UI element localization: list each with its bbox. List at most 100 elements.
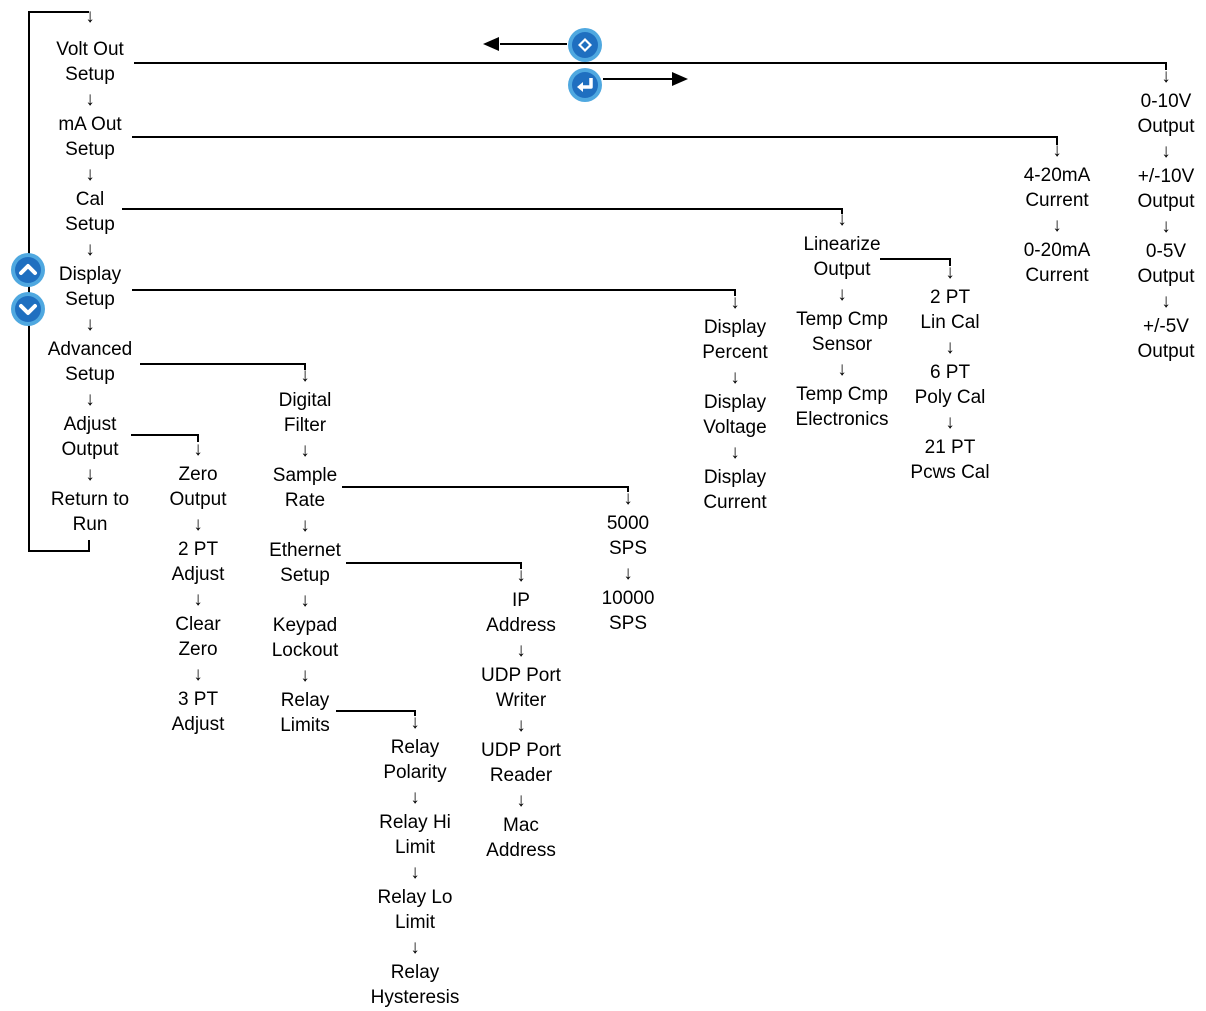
down-arrow-icon: ↓ <box>1161 291 1171 312</box>
down-arrow-icon: ↓ <box>85 314 95 335</box>
down-arrow-button-icon[interactable] <box>10 291 46 327</box>
down-arrow-icon: ↓ <box>516 640 526 661</box>
down-arrow-icon: ↓ <box>85 239 95 260</box>
down-arrow-icon: ↓ <box>730 367 740 388</box>
down-arrow-icon: ↓ <box>837 209 847 230</box>
display-branch-line <box>132 289 736 296</box>
loop-back-line <box>28 11 90 552</box>
down-arrow-icon: ↓ <box>516 715 526 736</box>
down-arrow-icon: ↓ <box>1161 66 1171 87</box>
down-arrow-icon: ↓ <box>837 359 847 380</box>
down-arrow-icon: ↓ <box>300 515 310 536</box>
down-arrow-icon: ↓ <box>85 389 95 410</box>
advanced-branch-line <box>140 363 306 370</box>
up-arrow-button-icon[interactable] <box>10 252 46 288</box>
sample-rate-branch-line <box>342 486 629 492</box>
relay-branch-line <box>336 710 416 716</box>
ethernet-branch-line <box>346 562 522 569</box>
ma-out-branch-line <box>132 136 1058 145</box>
down-arrow-icon: ↓ <box>193 589 203 610</box>
back-nav-arrow-icon <box>483 37 499 51</box>
adjust-branch-line <box>131 434 199 442</box>
down-arrow-icon: ↓ <box>193 439 203 460</box>
volt-out-branch-line <box>134 62 1167 70</box>
down-arrow-icon: ↓ <box>300 665 310 686</box>
down-arrow-icon: ↓ <box>1161 141 1171 162</box>
down-arrow-icon: ↓ <box>410 862 420 883</box>
down-arrow-icon: ↓ <box>300 440 310 461</box>
cal-branch-line <box>122 208 843 214</box>
down-arrow-icon: ↓ <box>730 442 740 463</box>
down-arrow-icon: ↓ <box>623 563 633 584</box>
down-arrow-icon: ↓ <box>300 365 310 386</box>
menu-button-icon[interactable] <box>567 27 603 63</box>
down-arrow-icon: ↓ <box>945 262 955 283</box>
down-arrow-icon: ↓ <box>516 565 526 586</box>
down-arrow-icon: ↓ <box>410 787 420 808</box>
down-arrow-icon: ↓ <box>410 712 420 733</box>
down-arrow-icon: ↓ <box>193 514 203 535</box>
down-arrow-icon: ↓ <box>300 590 310 611</box>
down-arrow-icon: ↓ <box>837 284 847 305</box>
down-arrow-icon: ↓ <box>1052 215 1062 236</box>
down-arrow-icon: ↓ <box>730 292 740 313</box>
down-arrow-icon: ↓ <box>1161 216 1171 237</box>
linearize-branch-line <box>880 258 951 266</box>
forward-nav-arrow-icon <box>672 72 688 86</box>
down-arrow-icon: ↓ <box>516 790 526 811</box>
down-arrow-icon: ↓ <box>945 337 955 358</box>
down-arrow-icon: ↓ <box>945 412 955 433</box>
down-arrow-icon: ↓ <box>85 464 95 485</box>
down-arrow-icon: ↓ <box>85 89 95 110</box>
down-arrow-icon: ↓ <box>193 664 203 685</box>
down-arrow-icon: ↓ <box>410 937 420 958</box>
down-arrow-icon: ↓ <box>1052 140 1062 161</box>
down-arrow-icon: ↓ <box>623 488 633 509</box>
down-arrow-icon: ↓ <box>85 164 95 185</box>
enter-button-icon[interactable] <box>567 67 603 103</box>
